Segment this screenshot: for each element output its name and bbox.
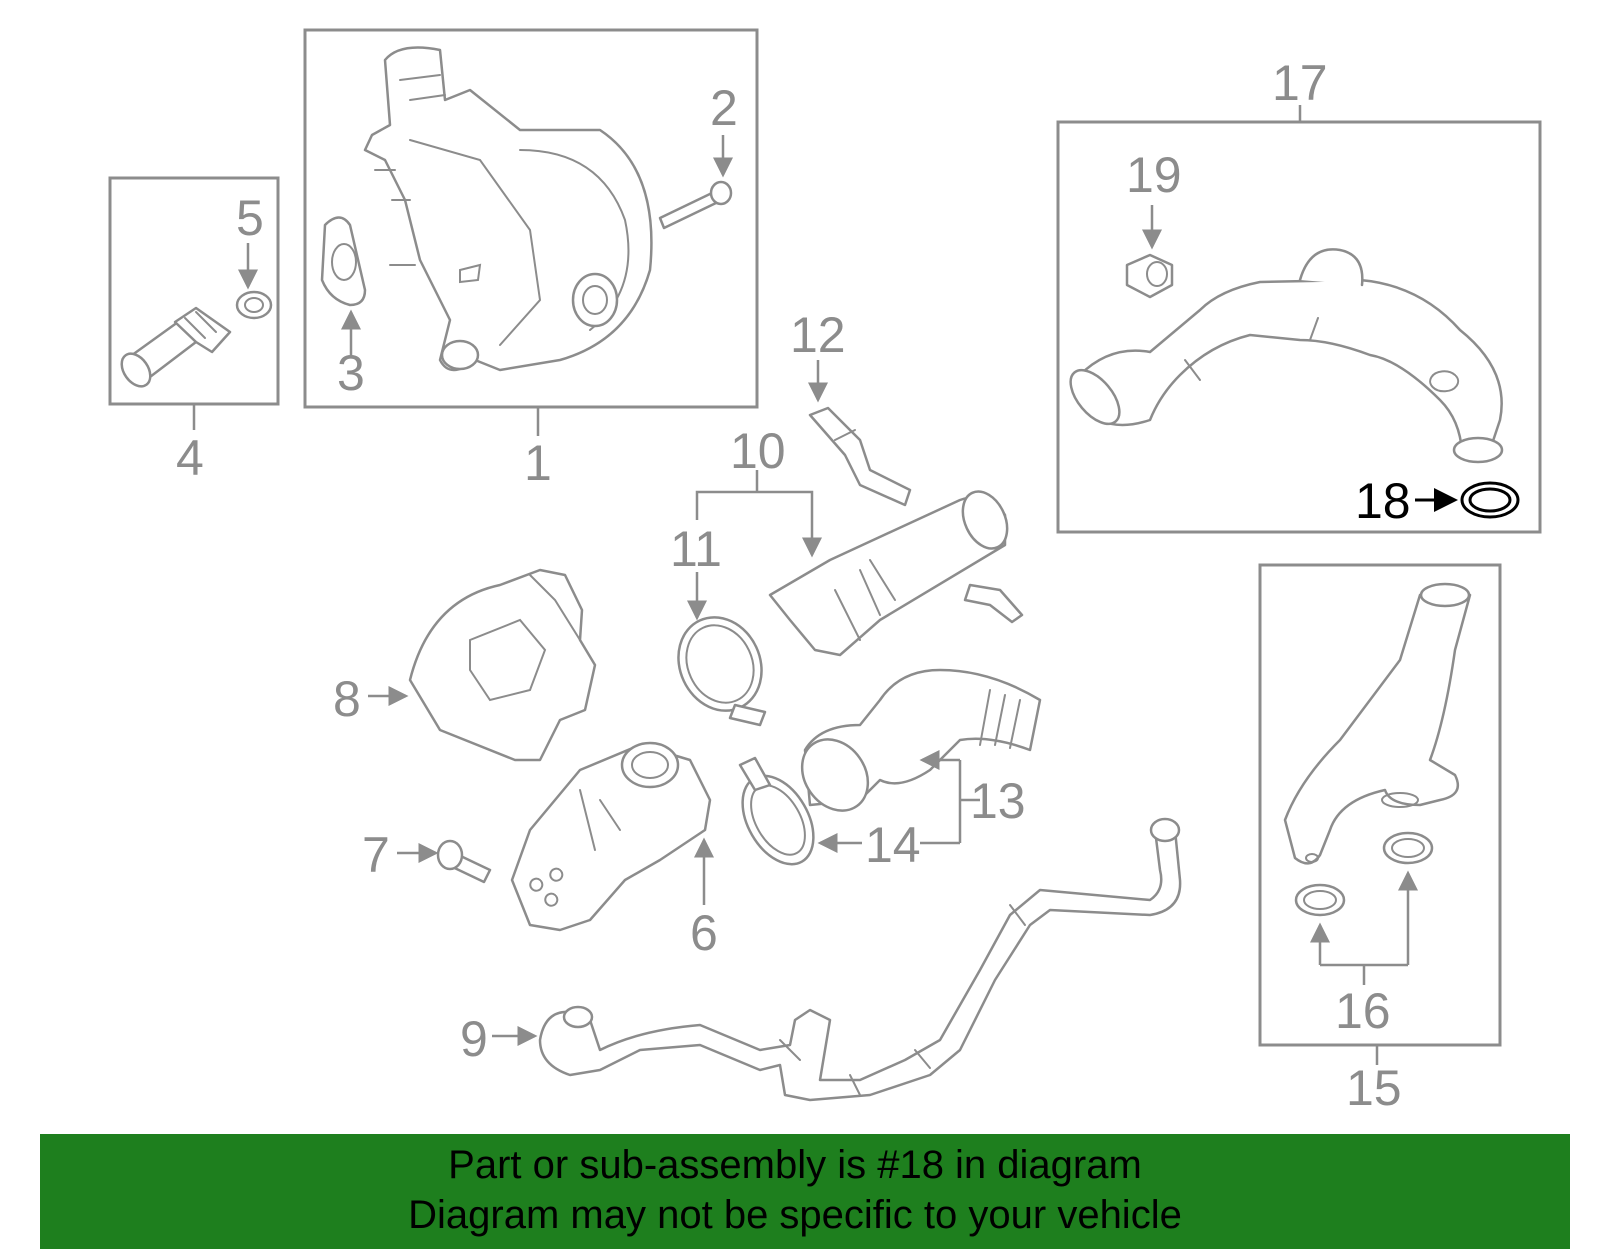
info-banner: Part or sub-assembly is #18 in diagram D…: [40, 1134, 1570, 1249]
nut-part: [1125, 253, 1174, 299]
callout-4: 4: [176, 430, 204, 486]
callout-8: 8: [333, 671, 361, 727]
callout-9: 9: [460, 1011, 488, 1067]
callout-14: 14: [865, 817, 921, 873]
coolant-hose-part: [800, 668, 1042, 812]
bolt-small-part: [436, 839, 492, 884]
group-box-1: [303, 28, 759, 409]
coolant-line-part: [538, 817, 1182, 1102]
callout-1: 1: [524, 435, 552, 491]
gasket-part: [320, 216, 367, 307]
thermostat-part: [510, 741, 712, 932]
callout-5: 5: [236, 190, 264, 246]
callout-6: 6: [690, 905, 718, 961]
thermostat-housing-part: [768, 490, 1024, 657]
seal-ring-left-part: [1294, 883, 1346, 917]
banner-line-1: Part or sub-assembly is #18 in diagram: [448, 1143, 1142, 1187]
water-pump-part: [363, 46, 653, 372]
temperature-sensor-part: [120, 306, 232, 388]
small-hose-part: [808, 406, 912, 507]
bolt-part: [658, 180, 733, 230]
tube-part: [1283, 582, 1472, 865]
callout-17: 17: [1272, 55, 1328, 111]
callout-16: 16: [1335, 983, 1391, 1039]
callout-11: 11: [670, 521, 722, 577]
group-box-15: [1258, 563, 1502, 1047]
callout-3: 3: [337, 345, 365, 401]
callout-12: 12: [790, 307, 846, 363]
callout-7: 7: [362, 827, 390, 883]
callout-10: 10: [730, 423, 786, 479]
banner-line-2: Diagram may not be specific to your vehi…: [408, 1193, 1182, 1237]
callout-15: 15: [1346, 1060, 1402, 1116]
callout-18: 18: [1355, 473, 1411, 529]
coolant-pipe-part: [1069, 248, 1504, 464]
heat-shield-part: [408, 568, 597, 762]
hose-clamp-part: [677, 616, 767, 727]
callout-2: 2: [710, 80, 738, 136]
o-ring-part: [1460, 481, 1520, 519]
hose-clamp-lower-part: [738, 756, 815, 866]
callout-13: 13: [970, 773, 1026, 829]
seal-ring-part: [235, 290, 273, 320]
seal-ring-right-part: [1382, 831, 1434, 865]
callout-19: 19: [1126, 147, 1182, 203]
